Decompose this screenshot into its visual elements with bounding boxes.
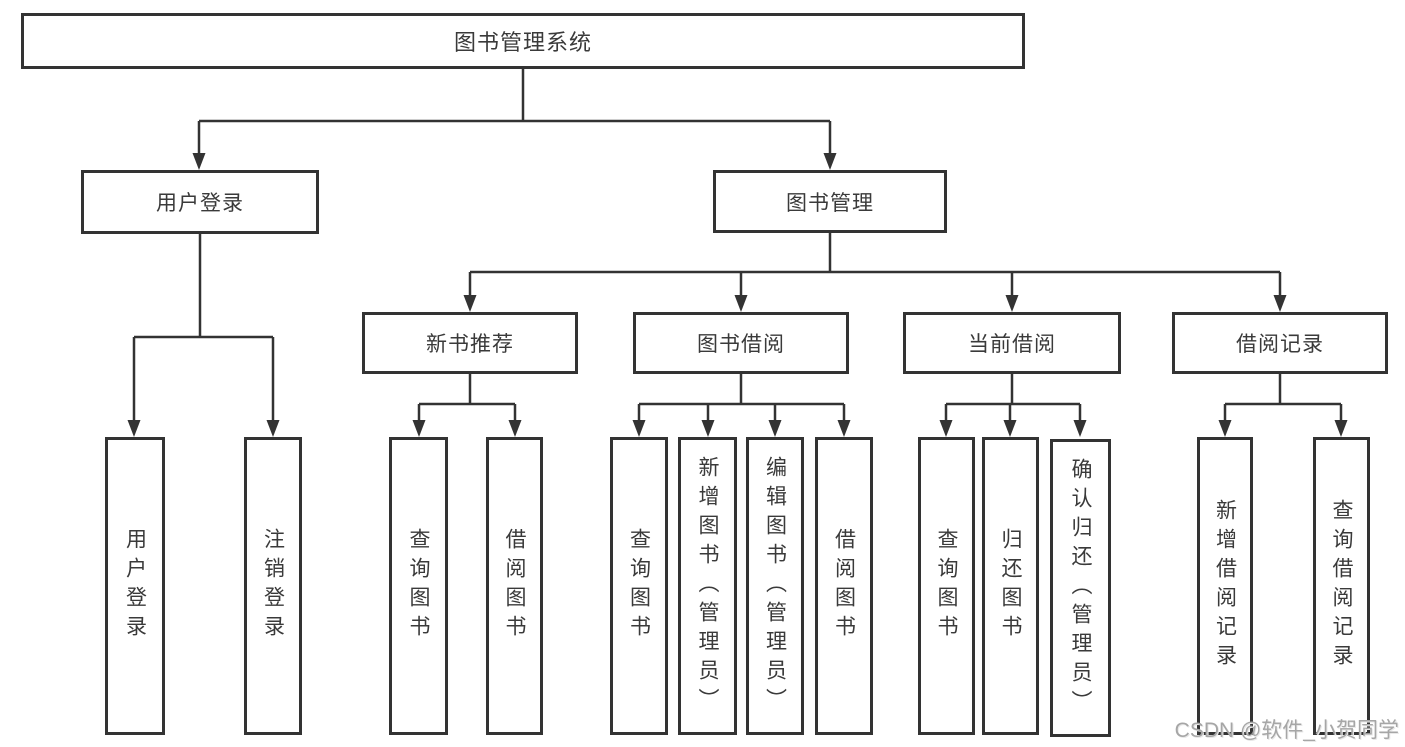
node-current-borrowing: 当前借阅 (903, 312, 1121, 374)
leaf-return-books: 归还图书 (982, 437, 1039, 735)
node-borrowing-records: 借阅记录 (1172, 312, 1388, 374)
node-label: 编辑图书（管理员） (763, 455, 787, 717)
node-book-management: 图书管理 (713, 170, 947, 233)
leaf-borrow-books-recommend: 借阅图书 (486, 437, 543, 735)
node-label: 当前借阅 (968, 333, 1056, 356)
connector-lines (132, 69, 1343, 423)
node-label: 查询图书 (935, 528, 958, 644)
node-label: 图书管理系统 (453, 30, 592, 55)
node-label: 归还图书 (999, 528, 1022, 644)
node-user-login: 用户登录 (81, 170, 319, 234)
leaf-logout: 注销登录 (244, 437, 302, 735)
leaf-edit-books-admin: 编辑图书（管理员） (746, 437, 804, 735)
node-label: 新增借阅记录 (1213, 499, 1237, 673)
node-label: 注销登录 (261, 528, 285, 644)
leaf-add-books-admin: 新增图书（管理员） (678, 437, 737, 735)
csdn-watermark: CSDN @软件_小贺同学 (1174, 719, 1399, 742)
leaf-confirm-return-admin: 确认归还（管理员） (1050, 439, 1111, 737)
node-label: 查询借阅记录 (1330, 499, 1353, 673)
leaf-query-borrow-record: 查询借阅记录 (1313, 437, 1370, 735)
node-label: 图书管理 (786, 191, 874, 215)
leaf-add-borrow-record: 新增借阅记录 (1197, 437, 1253, 735)
arrowhead-icons (127, 153, 1348, 437)
node-root-library-management-system: 图书管理系统 (21, 13, 1025, 69)
node-label: 新增图书（管理员） (696, 455, 719, 717)
leaf-user-login: 用户登录 (105, 437, 165, 735)
node-label: 查询图书 (407, 528, 430, 644)
leaf-query-books-recommend: 查询图书 (389, 437, 448, 735)
node-label: 借阅记录 (1236, 333, 1324, 356)
node-label: 图书借阅 (697, 333, 785, 356)
node-label: 新书推荐 (426, 333, 514, 356)
node-label: 用户登录 (156, 192, 244, 215)
leaf-query-books-current: 查询图书 (918, 437, 975, 735)
node-label: 确认归还（管理员） (1069, 457, 1092, 719)
node-label: 查询图书 (627, 528, 651, 644)
node-label: 用户登录 (123, 528, 147, 644)
leaf-borrow-books: 借阅图书 (815, 437, 873, 735)
leaf-query-books-borrowing: 查询图书 (610, 437, 668, 735)
node-label: 借阅图书 (503, 528, 526, 644)
node-label: 借阅图书 (832, 528, 856, 644)
node-book-borrowing: 图书借阅 (633, 312, 849, 374)
node-new-book-recommend: 新书推荐 (362, 312, 578, 374)
